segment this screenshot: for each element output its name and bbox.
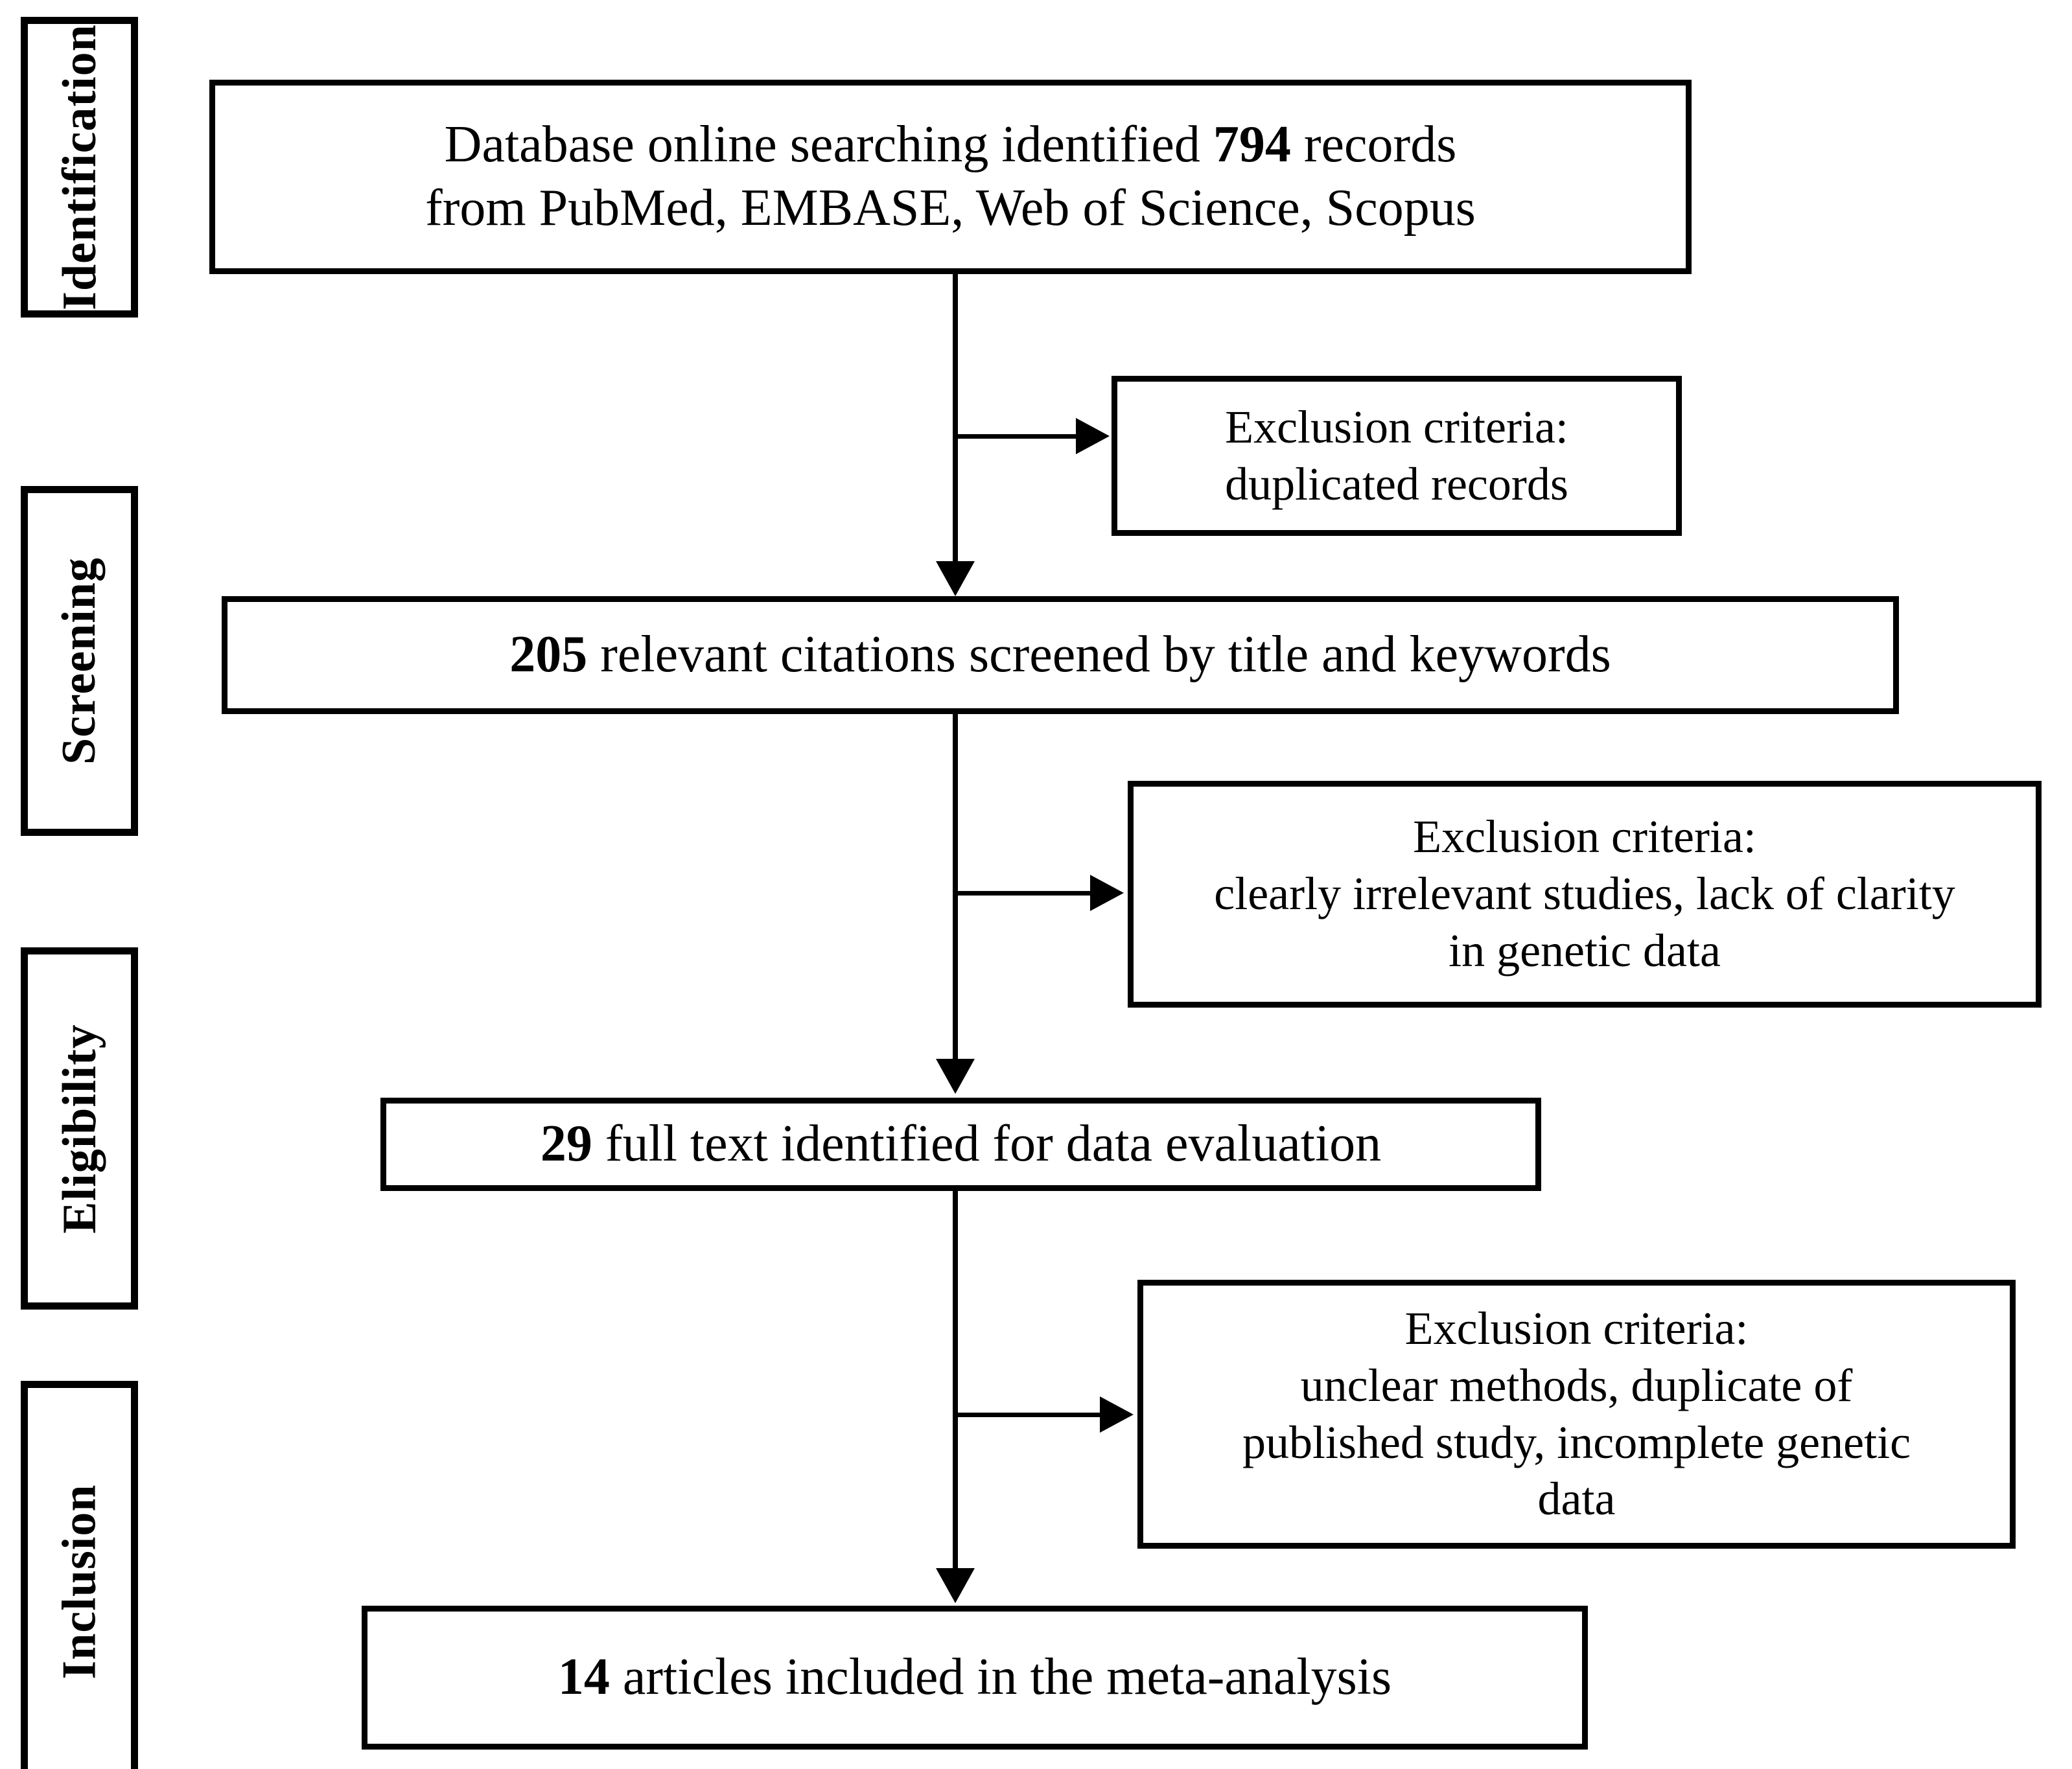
- count-identified: 794: [1213, 116, 1291, 174]
- arrowhead-down-to-screening: [936, 561, 975, 596]
- flow-line: 14 articles included in the meta-analysi…: [557, 1648, 1392, 1706]
- flow-line: from PubMed, EMBASE, Web of Science, Sco…: [425, 179, 1476, 237]
- flow-line: data: [1537, 1473, 1616, 1525]
- count-screened: 205: [509, 626, 588, 684]
- connector-line-eligibility-to-inclusion: [953, 1191, 958, 1573]
- connector-line-to-exclusion-unclear-methods: [955, 1413, 1101, 1417]
- flow-box-exclusion-duplicates: Exclusion criteria: duplicated records: [1112, 376, 1682, 536]
- flow-box-articles-included: 14 articles included in the meta-analysi…: [362, 1606, 1588, 1750]
- stage-label-screening: Screening: [52, 557, 106, 765]
- flow-line: in genetic data: [1449, 924, 1721, 977]
- connector-line-screening-to-eligibility: [953, 714, 958, 1064]
- arrowhead-right-to-exclusion-unclear-methods: [1100, 1396, 1134, 1433]
- count-full-text: 29: [540, 1115, 592, 1173]
- connector-line-to-exclusion-irrelevant: [955, 891, 1091, 896]
- stage-box-screening: Screening: [21, 486, 138, 836]
- stage-box-identification: Identification: [21, 17, 138, 318]
- stage-label-inclusion: Inclusion: [52, 1484, 106, 1680]
- stage-label-identification: Identification: [52, 24, 106, 310]
- flow-line: Exclusion criteria:: [1404, 1302, 1749, 1354]
- connector-line-identification-to-screening: [953, 274, 958, 567]
- stage-label-eligibility: Eligibility: [52, 1023, 106, 1234]
- flow-box-records-identified: Database online searching identified 794…: [209, 80, 1692, 274]
- arrowhead-right-to-exclusion-duplicates: [1076, 418, 1110, 454]
- flow-line: 29 full text identified for data evaluat…: [540, 1115, 1382, 1173]
- flow-line: Exclusion criteria:: [1413, 811, 1756, 863]
- flow-line: Database online searching identified 794…: [444, 116, 1457, 174]
- arrowhead-right-to-exclusion-irrelevant: [1090, 875, 1124, 911]
- arrowhead-down-to-inclusion: [936, 1568, 975, 1603]
- connector-line-to-exclusion-duplicates: [955, 434, 1078, 439]
- stage-box-eligibility: Eligibility: [21, 947, 138, 1310]
- flow-box-citations-screened: 205 relevant citations screened by title…: [222, 596, 1899, 714]
- flow-box-exclusion-unclear-methods: Exclusion criteria: unclear methods, dup…: [1137, 1280, 2016, 1549]
- flow-line: unclear methods, duplicate of: [1300, 1359, 1853, 1411]
- flow-line: published study, incomplete genetic: [1242, 1416, 1911, 1468]
- flow-line: 205 relevant citations screened by title…: [509, 626, 1611, 684]
- flow-box-full-text-evaluated: 29 full text identified for data evaluat…: [380, 1098, 1541, 1191]
- arrowhead-down-to-eligibility: [936, 1059, 975, 1094]
- flow-line: clearly irrelevant studies, lack of clar…: [1214, 868, 1955, 920]
- flow-box-exclusion-irrelevant: Exclusion criteria: clearly irrelevant s…: [1128, 781, 2042, 1008]
- flow-line: Exclusion criteria:: [1225, 400, 1568, 453]
- stage-box-inclusion: Inclusion: [21, 1381, 138, 1769]
- count-included: 14: [557, 1648, 610, 1706]
- flow-line: duplicated records: [1225, 457, 1568, 510]
